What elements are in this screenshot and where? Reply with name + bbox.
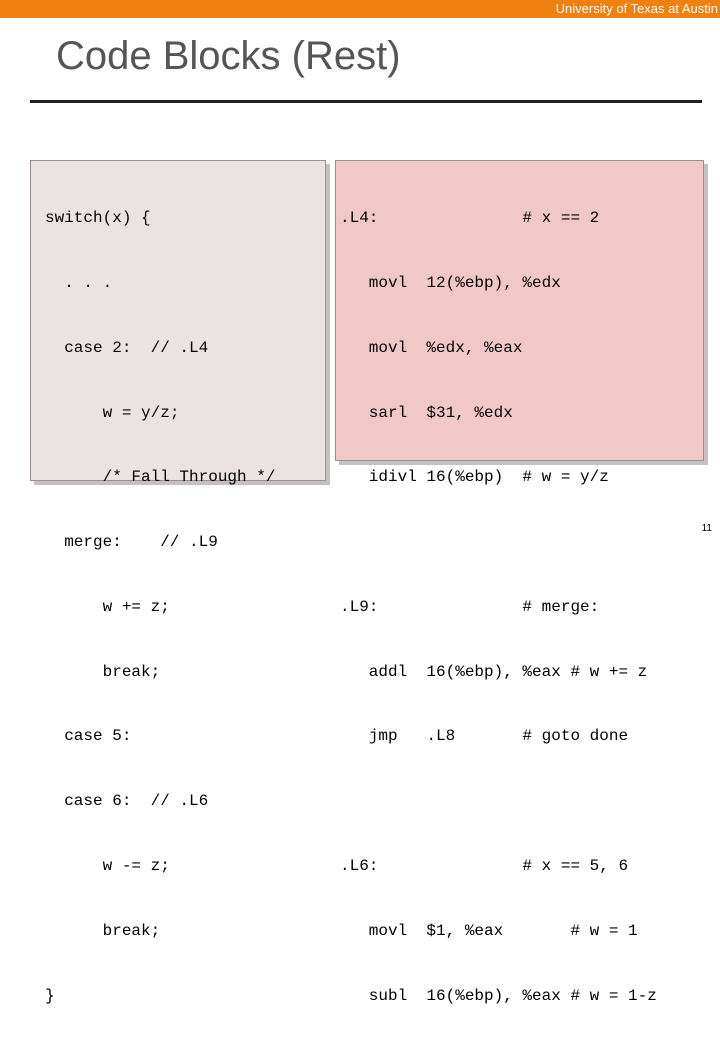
code-line: }: [45, 986, 55, 1005]
code-line: case 5:: [45, 727, 132, 746]
code-line: case 2: // .L4: [45, 338, 209, 357]
code-line: movl %edx, %eax: [340, 338, 523, 357]
code-line: case 6: // .L6: [45, 792, 209, 811]
code-line: .L4: # x == 2: [340, 209, 600, 228]
code-line: jmp .L8 # goto done: [340, 727, 629, 746]
slide-title: Code Blocks (Rest): [56, 34, 401, 78]
code-line: w += z;: [45, 597, 170, 616]
code-line: switch(x) {: [45, 209, 151, 228]
code-line: break;: [45, 662, 161, 681]
c-code-box: switch(x) { . . . case 2: // .L4 w = y/z…: [30, 160, 326, 1005]
assembly-listing: .L4: # x == 2 movl 12(%ebp), %edx movl %…: [340, 165, 657, 1050]
code-line: . . .: [45, 273, 113, 292]
code-line: movl 12(%ebp), %edx: [340, 273, 561, 292]
title-divider: [30, 100, 702, 103]
code-line: subl 16(%ebp), %eax # w = 1-z: [340, 986, 657, 1005]
code-line: .L9: # merge:: [340, 597, 600, 616]
code-line: movl $1, %eax # w = 1: [340, 921, 638, 940]
code-line: [340, 791, 657, 813]
code-line: w = y/z;: [45, 403, 180, 422]
slide-number: 11: [701, 523, 712, 534]
code-line: w -= z;: [45, 857, 170, 875]
code-line: break;: [45, 921, 161, 940]
code-line: /* Fall Through */: [45, 468, 276, 487]
code-line: idivl 16(%ebp) # w = y/z: [340, 468, 609, 487]
code-line: [340, 532, 657, 554]
code-line: .L6: # x == 5, 6: [340, 857, 629, 875]
code-line: addl 16(%ebp), %eax # w += z: [340, 662, 648, 681]
header-bar: University of Texas at Austin: [0, 0, 720, 18]
code-line: merge: // .L9: [45, 533, 218, 552]
assembly-code-box: .L4: # x == 2 movl 12(%ebp), %edx movl %…: [335, 160, 704, 1005]
code-line: sarl $31, %edx: [340, 403, 513, 422]
institution-label: University of Texas at Austin: [555, 1, 718, 16]
c-code-listing: switch(x) { . . . case 2: // .L4 w = y/z…: [45, 165, 275, 1050]
